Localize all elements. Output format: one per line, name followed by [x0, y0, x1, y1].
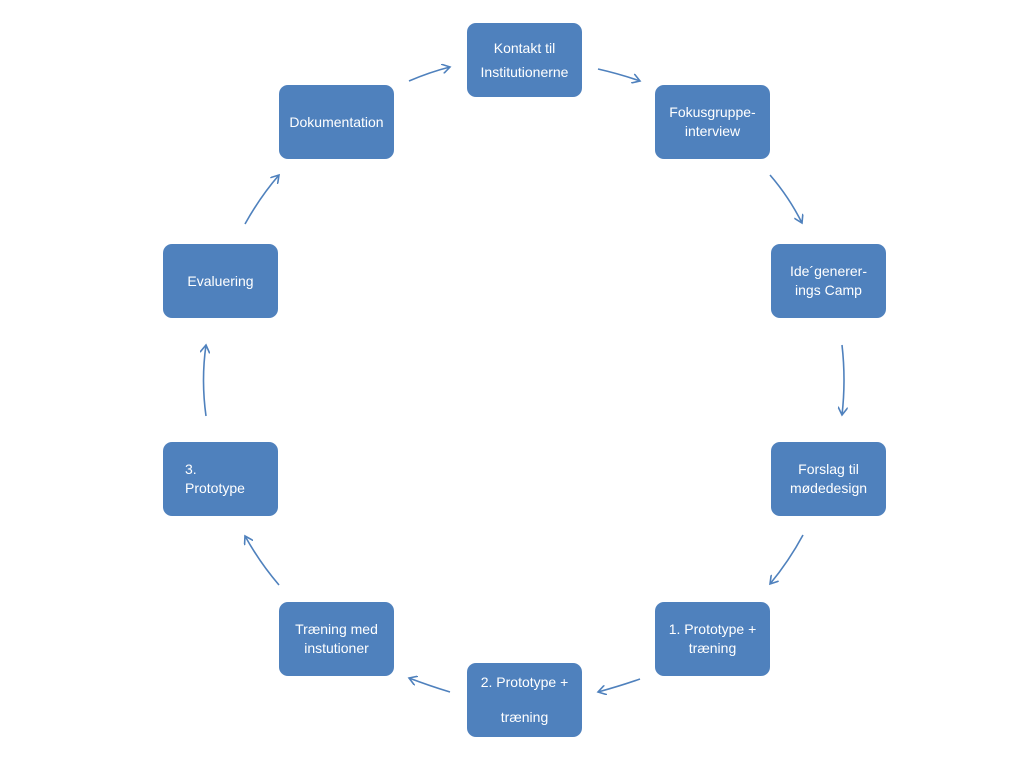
arrow-proto3-to-evaluering [204, 345, 207, 417]
arrow-ide-to-forslag [842, 344, 844, 415]
node-traening-med-instutioner: Træning med instutioner [279, 602, 394, 676]
node-forslag-til-modedesign: Forslag til mødedesign [771, 442, 886, 516]
arrow-proto1-to-proto2 [598, 678, 641, 692]
node-dokumentation: Dokumentation [279, 85, 394, 159]
arrow-evaluering-to-dokumentation [244, 175, 279, 225]
arrow-fokus-to-ide [769, 174, 802, 223]
arrow-traening-to-proto3 [245, 536, 280, 586]
arrow-proto2-to-traening [409, 678, 451, 693]
node-prototype-3: 3. Prototype [163, 442, 278, 516]
arrow-dokumentation-to-kontakt [408, 67, 450, 82]
arrow-forslag-to-proto1 [770, 534, 804, 584]
node-evaluering: Evaluering [163, 244, 278, 318]
node-kontakt-til-institutionerne: Kontakt til Institutionerne [467, 23, 582, 97]
node-prototype-1-traening: 1. Prototype + træning [655, 602, 770, 676]
node-prototype-2-traening: 2. Prototype + træning [467, 663, 582, 737]
arrow-kontakt-to-fokus [597, 68, 640, 81]
node-idegenerering-camp: Ide´generer- ings Camp [771, 244, 886, 318]
node-fokusgruppe-interview: Fokusgruppe- interview [655, 85, 770, 159]
